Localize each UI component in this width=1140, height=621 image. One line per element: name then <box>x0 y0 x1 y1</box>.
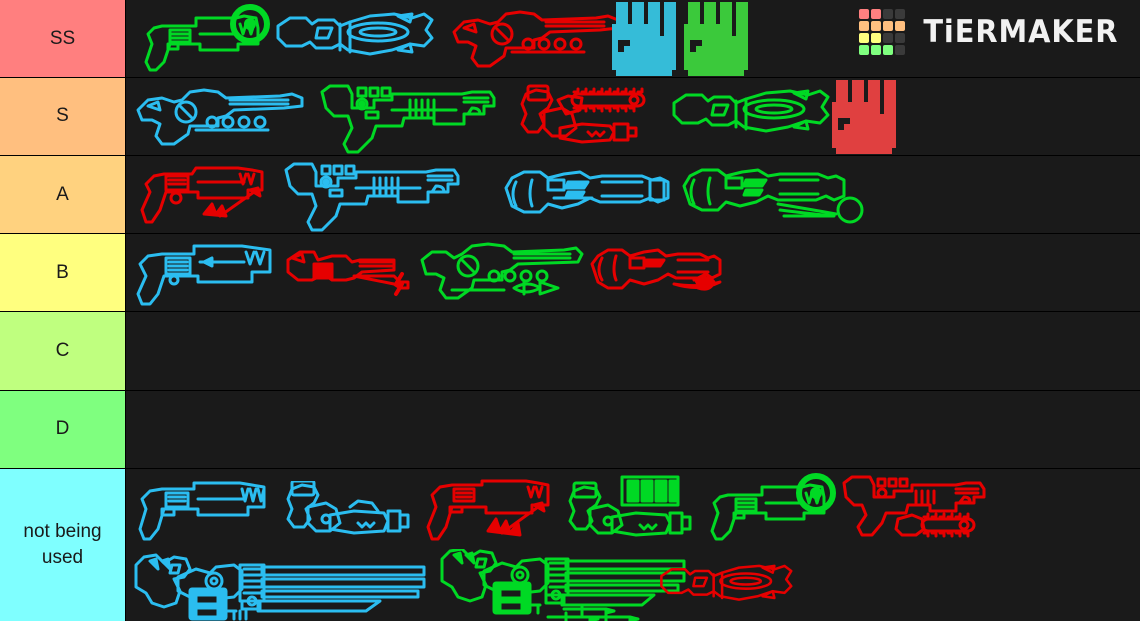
green-minigun-darts[interactable] <box>436 548 694 621</box>
cyan-alien-rifle[interactable] <box>274 10 440 68</box>
tier-label-d[interactable]: D <box>0 390 126 468</box>
green-rocket-launcher[interactable] <box>418 242 586 304</box>
tier-row: SS <box>0 0 1140 78</box>
tier-row: C <box>0 312 1140 391</box>
red-revolver[interactable] <box>140 164 270 226</box>
red-taser-rifle[interactable] <box>284 246 416 300</box>
red-sniper-rifle[interactable] <box>450 8 622 70</box>
tier-row: B <box>0 234 1140 312</box>
logo-grid-cell <box>871 21 882 31</box>
green-pistol-reticle[interactable] <box>706 472 836 543</box>
cyan-pistol[interactable] <box>136 473 276 543</box>
tier-drop-zone[interactable] <box>126 234 1140 311</box>
green-energy-rifle-orb[interactable] <box>680 166 866 224</box>
green-pistol-with-reticle[interactable] <box>140 4 270 74</box>
logo-grid-cell <box>859 21 870 31</box>
tier-row: not being used <box>0 468 1140 621</box>
tiermaker-logo: TiERMAKER <box>859 9 1126 55</box>
cyan-shotgun[interactable] <box>278 158 468 232</box>
tier-drop-zone[interactable] <box>126 155 1140 234</box>
logo-grid-cell <box>883 21 894 31</box>
logo-grid-cell <box>859 45 870 55</box>
cyan-energy-rifle[interactable] <box>502 168 674 222</box>
logo-grid-cell <box>871 9 882 19</box>
tier-label-b[interactable]: B <box>0 234 126 311</box>
tier-drop-zone[interactable] <box>126 390 1140 468</box>
tier-label-c[interactable]: C <box>0 312 126 390</box>
tier-drop-zone[interactable]: TiERMAKER <box>126 0 1140 77</box>
cyan-sniper-rifle[interactable] <box>134 86 306 148</box>
logo-grid-cell <box>883 9 894 19</box>
red-flamethrower[interactable] <box>588 246 724 302</box>
red-chainsaw[interactable] <box>518 84 658 150</box>
cyan-minigun[interactable] <box>130 549 430 621</box>
red-alien-rifle[interactable] <box>658 561 798 613</box>
cyan-fist[interactable] <box>612 2 680 76</box>
green-shotgun[interactable] <box>314 80 504 154</box>
tier-label-s[interactable]: S <box>0 77 126 155</box>
tier-drop-zone[interactable] <box>126 468 1140 621</box>
red-pistol-muzzle[interactable] <box>426 475 554 543</box>
cyan-laser-pistol[interactable] <box>134 240 278 306</box>
logo-grid-cell <box>871 33 882 43</box>
logo-grid-cell <box>895 21 906 31</box>
logo-grid-cell <box>883 33 894 43</box>
tiermaker-logo-grid <box>859 9 906 55</box>
tier-row: A <box>0 155 1140 235</box>
tiermaker-wordmark: TiERMAKER <box>923 14 1119 50</box>
tier-row: D <box>0 390 1140 469</box>
green-fist[interactable] <box>684 2 752 76</box>
tier-drop-zone[interactable] <box>126 77 1140 155</box>
tier-drop-zone[interactable] <box>126 312 1140 390</box>
green-alien-rifle[interactable] <box>670 86 836 146</box>
red-shotgun-chainsaw[interactable] <box>838 475 986 543</box>
logo-grid-cell <box>859 9 870 19</box>
tier-label-a[interactable]: A <box>0 155 126 234</box>
cyan-chainsaw-blade[interactable] <box>284 480 412 541</box>
logo-grid-cell <box>871 45 882 55</box>
tier-label-not-being-used[interactable]: not being used <box>0 468 126 621</box>
logo-grid-cell <box>895 33 906 43</box>
red-fist[interactable] <box>832 79 900 154</box>
tier-label-ss[interactable]: SS <box>0 0 126 77</box>
green-chainsaw-mag[interactable] <box>566 475 698 543</box>
tier-row: S <box>0 77 1140 156</box>
logo-grid-cell <box>883 45 894 55</box>
logo-grid-cell <box>859 33 870 43</box>
logo-grid-cell <box>895 45 906 55</box>
logo-grid-cell <box>895 9 906 19</box>
